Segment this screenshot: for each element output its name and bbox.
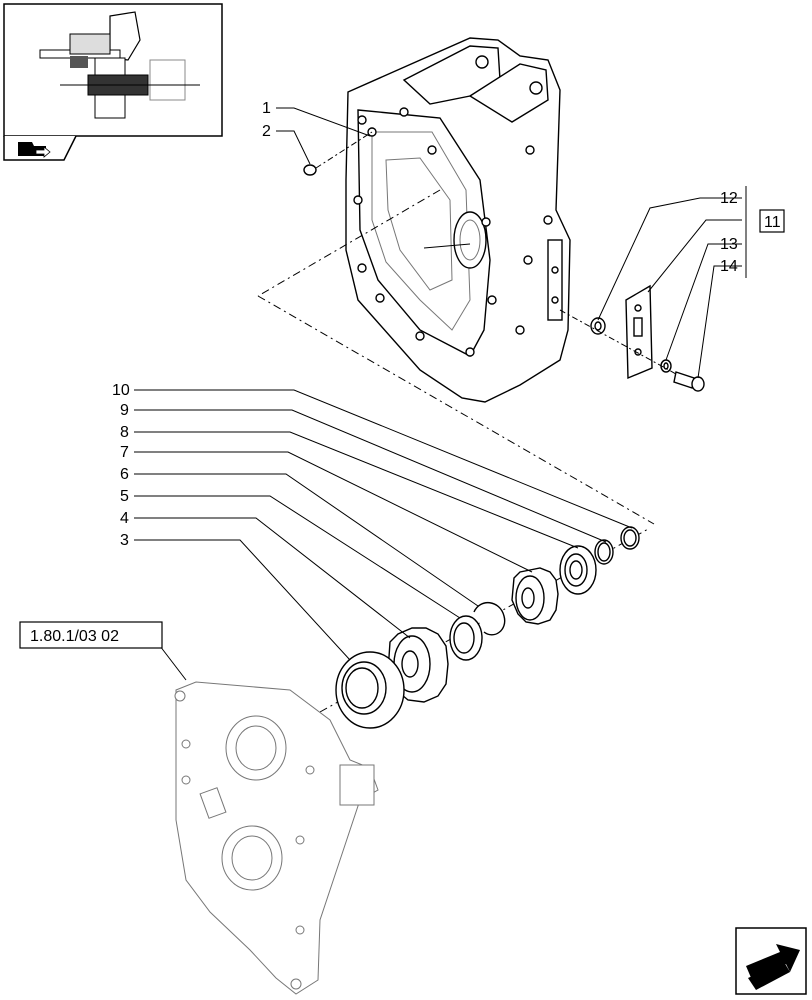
assembly-thumbnail-icon [39, 11, 200, 119]
next-page-arrow-icon[interactable] [735, 927, 807, 995]
callout-12: 12 [720, 190, 738, 207]
callout-11-box [759, 209, 785, 233]
plug-part [303, 131, 373, 176]
callout-6: 6 [120, 466, 129, 483]
callout-5: 5 [120, 488, 129, 505]
reference-housing [174, 681, 379, 995]
callout-1: 1 [262, 100, 271, 117]
callout-2: 2 [262, 123, 271, 140]
assembly-axis [257, 189, 655, 713]
callout-14: 14 [720, 258, 738, 275]
shaft-components [335, 526, 640, 729]
callout-9: 9 [120, 402, 129, 419]
callout-8: 8 [120, 424, 129, 441]
reference-link[interactable]: 1.80.1/03 02 [19, 621, 163, 649]
gearbox-housing [345, 37, 571, 403]
circlip-6 [473, 602, 506, 636]
gear-7 [511, 567, 559, 625]
callout-10: 10 [112, 382, 130, 399]
leader-lines [134, 107, 747, 681]
thumbnail-panel[interactable] [3, 3, 223, 161]
reference-label: 1.80.1/03 02 [30, 628, 119, 645]
bearing-8 [559, 545, 597, 595]
callout-11: 11 [764, 214, 781, 231]
folder-arrow-icon [18, 142, 51, 158]
callout-3: 3 [120, 532, 129, 549]
callout-labels: 1 2 10 9 8 7 6 5 4 3 12 11 13 14 [112, 100, 785, 549]
oil-seal-3 [335, 651, 405, 729]
callout-13: 13 [720, 236, 738, 253]
cover-plate-assembly [559, 284, 705, 392]
callout-4: 4 [120, 510, 129, 527]
callout-7: 7 [120, 444, 129, 461]
